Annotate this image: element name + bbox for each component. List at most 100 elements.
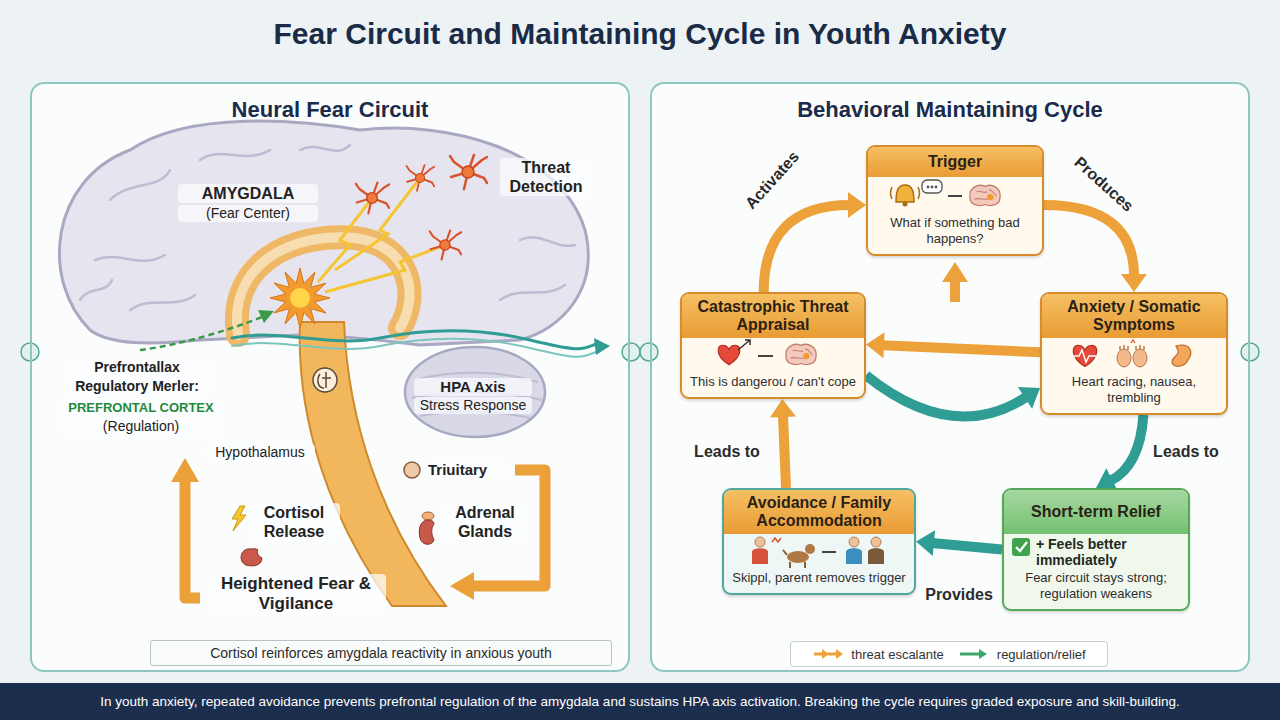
part-label: Stress Response — [414, 397, 532, 414]
panel-ground — [30, 82, 630, 672]
cerebrum-part — [59, 121, 588, 345]
arrow-shaft — [882, 345, 1040, 352]
prefrontal-dashed-arrow — [140, 310, 274, 350]
part-label: (Fear Center) — [178, 205, 318, 222]
threat-neurons-part — [318, 198, 372, 282]
arrow-head — [916, 530, 935, 556]
threat-neurons-part — [356, 183, 389, 214]
icon-slot — [1042, 338, 1226, 372]
legend-item: threat escalante — [812, 647, 944, 662]
part-label: Cortisol Release — [248, 503, 340, 541]
flow-arrow — [866, 375, 1040, 416]
box-text: What if something bad happens? — [868, 213, 1042, 247]
threat-neurons — [318, 155, 487, 292]
legend-arrow-sample — [812, 647, 846, 661]
adrenal-kidney-part — [422, 512, 434, 520]
process-box: Avoidance / Family AccommodationSkippl, … — [722, 488, 916, 595]
cerebrum-part-part — [500, 285, 565, 300]
note-box: Cortisol reinforces amygdala reactivity … — [150, 640, 612, 666]
part-label: (Regulation) — [58, 418, 224, 435]
part-label: Adrenal Glands — [440, 503, 530, 541]
box-text: Heart racing, nausea, trembling — [1042, 372, 1226, 406]
part-label: Triuitary — [426, 461, 510, 479]
cerebellum-part — [405, 347, 545, 437]
legend-item: regulation/relief — [958, 647, 1086, 662]
threat-neurons-part — [335, 178, 420, 270]
amygdala-star-part — [290, 288, 310, 308]
process-box: Catastrophic Threat AppraisalThis is dan… — [680, 292, 866, 399]
arrow-shaft — [764, 205, 850, 292]
arrow-shaft — [1044, 205, 1134, 276]
arrow-head — [848, 192, 866, 218]
box-text: Fear circuit stays strong; regulation we… — [1004, 568, 1188, 602]
cerebrum — [59, 121, 588, 345]
process-box: TriggerWhat if something bad happens? — [866, 145, 1044, 256]
hypothalamus-symbol-part — [318, 372, 331, 388]
edge-label: Provides — [922, 585, 996, 604]
legend-text: regulation/relief — [997, 647, 1086, 662]
arrow-head — [770, 399, 796, 418]
part-label: Prefrontallax Regulatory Merler: — [62, 358, 212, 396]
flow-arrow — [866, 332, 1040, 358]
part-label: Heightened Fear & Vigilance — [206, 574, 386, 614]
adrenal-kidney-part — [419, 520, 434, 544]
limbic-band-part — [237, 237, 410, 335]
part-label: Threat Detection — [500, 158, 592, 196]
box-text: This is dangerou / can't cope — [682, 372, 864, 390]
cerebrum-part-part — [520, 237, 575, 246]
caption-text: In youth anxiety, repeated avoidance pre… — [90, 694, 1189, 710]
arrow-shaft — [866, 375, 1027, 416]
panel-title: Behavioral Maintaining Cycle — [652, 97, 1248, 123]
panel-tab-part — [622, 343, 640, 361]
hypothalamus-symbol-part — [313, 368, 337, 392]
panel: Behavioral Maintaining CycleTriggerWhat … — [650, 82, 1250, 672]
legend-arrow-sample-part — [960, 653, 980, 656]
panel-tab-part — [1241, 343, 1259, 361]
limbic-band-part — [237, 237, 410, 335]
process-box: Anxiety / Somatic SymptomsHeart racing, … — [1040, 292, 1228, 415]
cortisol-kidney-part — [232, 506, 246, 531]
part-label: AMYGDALA — [178, 184, 318, 203]
box-text: + Feels better immediately — [1004, 534, 1188, 568]
cerebellum-part — [412, 373, 542, 418]
edge-label: Leads to — [691, 442, 763, 461]
legend-arrow-sample-part — [836, 649, 843, 659]
icon-slot — [868, 177, 1042, 213]
prefrontal-dashed-arrow-part — [258, 310, 274, 323]
part-label: PREFRONTAL CORTEX — [58, 400, 224, 416]
cerebrum-part-part — [80, 280, 112, 300]
box-heading: Catastrophic Threat Appraisal — [682, 294, 864, 338]
icon-slot — [724, 534, 914, 568]
adrenal-kidney — [419, 512, 434, 544]
amygdala-star-part — [270, 268, 330, 328]
feedback-arrow-part — [185, 480, 200, 598]
legend-text: threat escalante — [851, 647, 944, 662]
threat-neurons-part — [430, 231, 461, 260]
feedback-arrow-part — [450, 572, 474, 600]
legend-arrow-sample-part — [822, 649, 829, 659]
arrow-shaft — [932, 543, 1002, 550]
part-label: HPA Axis — [414, 378, 532, 396]
cerebrum-part-part — [95, 255, 165, 261]
flow-arrow — [1044, 205, 1147, 292]
cerebrum-part-part — [300, 145, 350, 151]
cerebrum-part-part — [130, 295, 195, 310]
box-heading: Cortisol reinforces amygdala reactivity … — [159, 645, 603, 661]
panel-tab-part — [640, 343, 658, 361]
amygdala-star — [270, 268, 330, 328]
threat-neurons-part — [407, 165, 435, 191]
caption-band: In youth anxiety, repeated avoidance pre… — [0, 683, 1280, 720]
cycle-center-arrow-part — [950, 280, 960, 302]
feedback-arrow-part — [171, 458, 199, 482]
threat-neurons-part — [325, 245, 445, 292]
arrow-shaft — [783, 415, 786, 488]
cortisol-kidney-part — [241, 549, 262, 566]
cerebrum-part-part — [110, 170, 170, 200]
edge-label: Leads to — [1150, 442, 1222, 461]
teal-signal-wave-part — [232, 331, 596, 349]
flow-arrow — [764, 192, 866, 292]
icon-slot — [682, 338, 864, 372]
flow-arrow — [1096, 415, 1143, 492]
legend-arrow-sample — [958, 647, 992, 661]
part-label: Hypothalamus — [205, 444, 315, 461]
